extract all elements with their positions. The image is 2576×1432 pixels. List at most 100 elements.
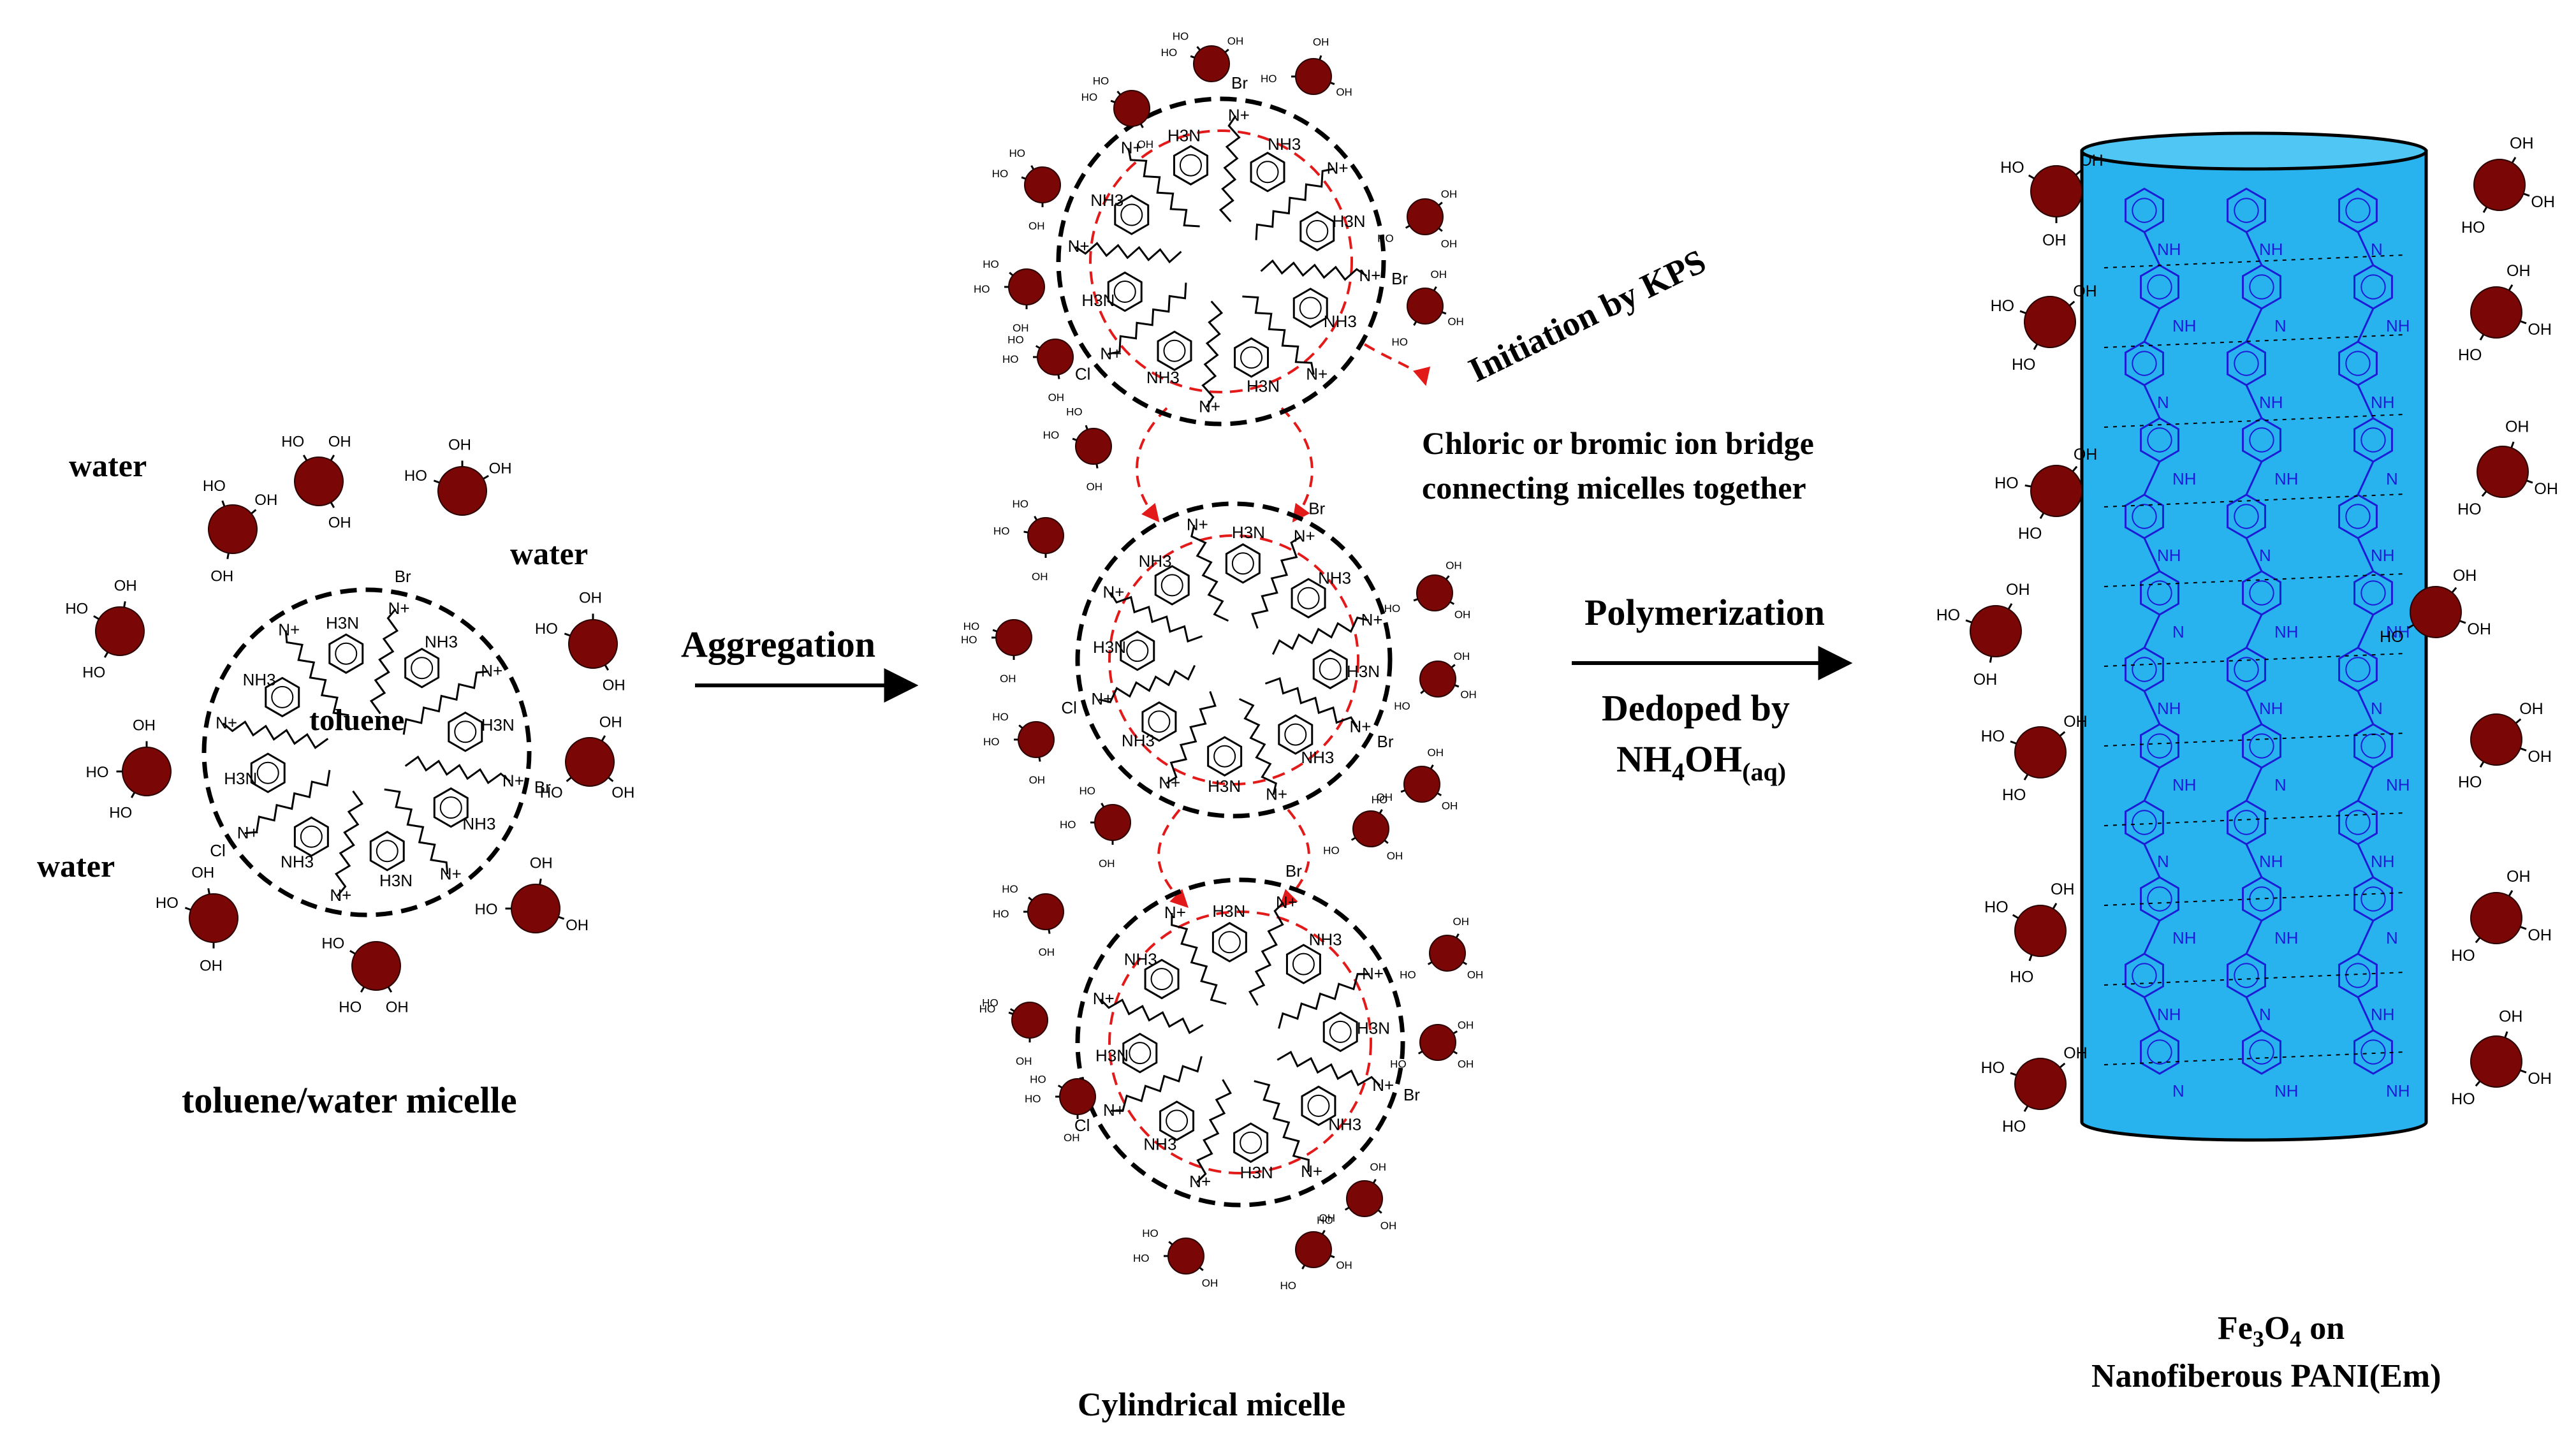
particle-sphere bbox=[294, 457, 344, 506]
ammonium-head: N+ bbox=[1091, 689, 1113, 708]
hydroxyl-label: HO bbox=[1079, 785, 1096, 797]
hydroxyl-label: OH bbox=[386, 999, 409, 1016]
hydroxyl-label: HO bbox=[1317, 1215, 1333, 1227]
hydroxyl-label: HO bbox=[1133, 1252, 1150, 1264]
ring-aromatic-circle bbox=[2147, 1039, 2172, 1065]
particle-sphere bbox=[2477, 446, 2529, 498]
hydroxyl-label: OH bbox=[489, 460, 512, 477]
ion-bridge-arrow bbox=[1157, 808, 1189, 908]
pani-backbone-bond bbox=[2357, 537, 2375, 572]
ring-hexagon bbox=[1107, 271, 1143, 312]
pani-backbone-bond bbox=[2357, 384, 2375, 419]
hydroxyl-label: OH bbox=[2073, 282, 2097, 300]
benzene-ring bbox=[265, 676, 300, 718]
ring-hexagon bbox=[2140, 1029, 2179, 1075]
anilinium-label: NH3 bbox=[1124, 949, 1157, 968]
pani-backbone-bond bbox=[2357, 844, 2375, 878]
pani-backbone-bond bbox=[2245, 537, 2263, 572]
pani-amine-label: NH bbox=[2259, 699, 2283, 718]
pani-amine-label: NH bbox=[2259, 393, 2283, 412]
anilinium-label: NH3 bbox=[1328, 1115, 1361, 1134]
hydroxyl-label: OH bbox=[1441, 238, 1458, 250]
ring-aromatic-circle bbox=[2147, 886, 2172, 912]
hydroxyl-label: OH bbox=[1064, 1132, 1080, 1144]
alkyl-tail bbox=[1109, 592, 1203, 643]
anilinium-label: NH3 bbox=[425, 632, 458, 652]
pani-amine-label: N bbox=[2172, 1081, 2184, 1100]
pani-amine-label: N bbox=[2157, 852, 2169, 871]
pani-amine-label: NH bbox=[2259, 852, 2283, 871]
particle-sphere bbox=[1419, 1024, 1456, 1061]
hydroxyl-label: OH bbox=[1028, 220, 1045, 232]
particle-sphere bbox=[2014, 726, 2067, 778]
ammonium-head: N+ bbox=[1276, 893, 1298, 912]
benzene-ring bbox=[1299, 210, 1335, 252]
hydroxyl-label: OH bbox=[1039, 946, 1055, 958]
ring-aromatic-circle bbox=[1179, 154, 1202, 177]
ring-aromatic-circle bbox=[1113, 281, 1136, 303]
anilinium-label: H3N bbox=[1357, 1018, 1390, 1037]
hydroxyl-label: OH bbox=[1227, 35, 1244, 47]
pani-emeraldine-chains: NHNHNNHNHNNHNHNNHNHNNHNNHNHNNHNHNNHNHNNH… bbox=[2104, 187, 2410, 1100]
ring-hexagon bbox=[1285, 944, 1321, 984]
toluene-core-label: toluene bbox=[309, 703, 404, 737]
hydroxyl-label: HO bbox=[963, 620, 980, 632]
benzene-ring bbox=[2140, 1029, 2179, 1075]
alkyl-tail bbox=[1271, 617, 1369, 655]
pani-backbone-bond bbox=[2245, 767, 2263, 801]
hydrogen-bond-line bbox=[2104, 1051, 2404, 1065]
hydroxyl-label: HO bbox=[1280, 1280, 1297, 1292]
hydroxyl-label: HO bbox=[1161, 47, 1178, 59]
hydroxyl-label: HO bbox=[1030, 1074, 1046, 1086]
hydroxyl-label: OH bbox=[1973, 671, 1998, 689]
anilinium-label: NH3 bbox=[1301, 748, 1334, 767]
particle-sphere bbox=[1113, 90, 1150, 127]
hydroxyl-label: OH bbox=[328, 515, 351, 532]
hydroxyl-label: OH bbox=[579, 590, 602, 607]
panel2-caption: Cylindrical micelle bbox=[1078, 1387, 1345, 1423]
hydroxyl-label: OH bbox=[1428, 747, 1444, 759]
alkyl-tail bbox=[369, 608, 399, 715]
pani-amine-label: NH bbox=[2386, 316, 2410, 335]
hydroxyl-label: OH bbox=[2453, 567, 2477, 585]
benzene-ring bbox=[1114, 194, 1150, 235]
pani-backbone-bond bbox=[2143, 767, 2161, 801]
hydroxyl-label: OH bbox=[2510, 135, 2534, 152]
anilinium-label: H3N bbox=[1247, 377, 1280, 396]
ring-aromatic-circle bbox=[2132, 198, 2157, 223]
hydroxyl-label: HO bbox=[404, 467, 427, 485]
ring-aromatic-circle bbox=[1148, 710, 1171, 733]
hydrogen-bond-line bbox=[2104, 414, 2404, 428]
particle-sphere bbox=[1429, 935, 1466, 972]
hydroxyl-label: HO bbox=[1002, 883, 1018, 895]
ammonium-head: N+ bbox=[1103, 1100, 1125, 1120]
alkyl-tail bbox=[223, 720, 329, 750]
counter-ion-label: Br bbox=[534, 778, 551, 797]
benzene-ring bbox=[1312, 648, 1348, 690]
pani-amine-label: N bbox=[2274, 775, 2287, 794]
ring-aromatic-circle bbox=[2360, 427, 2386, 453]
hydroxyl-label: OH bbox=[191, 865, 214, 882]
counter-ion-label: Br bbox=[395, 567, 411, 586]
pani-amine-label: NH bbox=[2259, 240, 2283, 259]
counter-ion-label: Cl bbox=[1075, 365, 1091, 384]
pani-amine-label: N bbox=[2259, 546, 2271, 565]
hydroxyl-label: OH bbox=[1454, 609, 1471, 621]
hydroxyl-label: OH bbox=[1138, 138, 1154, 150]
hydroxyl-label: HO bbox=[65, 600, 88, 617]
ammonium-head: N+ bbox=[1159, 773, 1180, 793]
ring-hexagon bbox=[1159, 1100, 1195, 1141]
ring-aromatic-circle bbox=[2249, 580, 2274, 606]
pani-backbone-bond bbox=[2245, 614, 2263, 648]
counter-ion-label: Br bbox=[1391, 269, 1408, 288]
hydroxyl-label: OH bbox=[114, 578, 137, 595]
benzene-ring bbox=[1107, 271, 1143, 312]
